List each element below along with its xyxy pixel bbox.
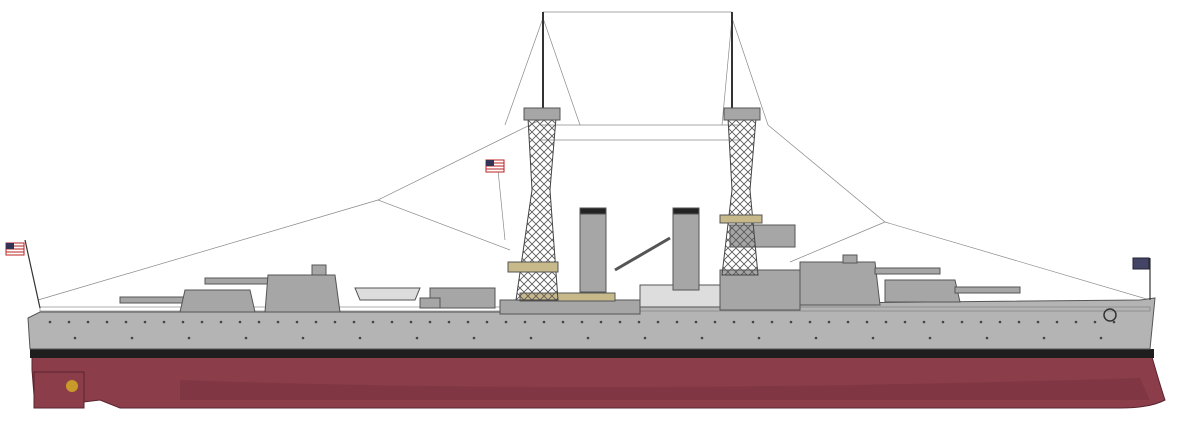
porthole — [713, 320, 717, 324]
porthole — [757, 336, 761, 340]
porthole — [466, 320, 470, 324]
porthole — [808, 320, 812, 324]
porthole — [124, 320, 128, 324]
porthole — [865, 320, 869, 324]
boot-topping — [30, 349, 1154, 358]
superstructure — [499, 224, 801, 315]
porthole — [415, 336, 419, 340]
porthole — [257, 320, 261, 324]
porthole — [814, 336, 818, 340]
mainmast-flag — [485, 159, 505, 173]
porthole — [656, 320, 660, 324]
porthole — [48, 320, 52, 324]
porthole — [700, 336, 704, 340]
porthole — [447, 320, 451, 324]
porthole — [580, 320, 584, 324]
porthole — [941, 320, 945, 324]
porthole — [276, 320, 280, 324]
porthole — [301, 336, 305, 340]
porthole — [428, 320, 432, 324]
stern-flag — [5, 239, 41, 309]
anchor-icon — [1103, 308, 1117, 322]
porthole — [1099, 336, 1103, 340]
porthole — [73, 336, 77, 340]
porthole — [105, 320, 109, 324]
porthole — [561, 320, 565, 324]
porthole — [694, 320, 698, 324]
porthole — [998, 320, 1002, 324]
porthole — [1093, 320, 1097, 324]
porthole — [827, 320, 831, 324]
porthole — [529, 336, 533, 340]
porthole — [371, 320, 375, 324]
porthole — [1112, 320, 1116, 324]
porthole — [618, 320, 622, 324]
porthole — [542, 320, 546, 324]
porthole — [187, 336, 191, 340]
porthole — [751, 320, 755, 324]
funnel-fore — [672, 209, 700, 291]
porthole — [181, 320, 185, 324]
porthole — [523, 320, 527, 324]
porthole — [162, 320, 166, 324]
porthole — [130, 336, 134, 340]
porthole — [485, 320, 489, 324]
porthole — [1036, 320, 1040, 324]
porthole — [333, 320, 337, 324]
porthole — [352, 320, 356, 324]
porthole — [643, 336, 647, 340]
porthole — [143, 320, 147, 324]
porthole — [928, 336, 932, 340]
porthole — [1074, 320, 1078, 324]
rigging — [37, 11, 1151, 301]
porthole — [903, 320, 907, 324]
porthole — [770, 320, 774, 324]
lattice-masts — [507, 12, 763, 301]
porthole — [960, 320, 964, 324]
porthole — [504, 320, 508, 324]
porthole — [871, 336, 875, 340]
forward-turrets — [799, 254, 1021, 306]
porthole — [238, 320, 242, 324]
porthole — [846, 320, 850, 324]
porthole — [219, 320, 223, 324]
porthole — [1042, 336, 1046, 340]
porthole — [67, 320, 71, 324]
porthole — [922, 320, 926, 324]
portholes: /* placeholder, populated below */ — [48, 320, 1116, 340]
porthole — [675, 320, 679, 324]
hull-shade — [180, 378, 1150, 400]
porthole — [390, 320, 394, 324]
porthole — [314, 320, 318, 324]
porthole — [409, 320, 413, 324]
porthole — [1055, 320, 1059, 324]
porthole — [979, 320, 983, 324]
porthole — [244, 336, 248, 340]
boat — [354, 287, 496, 309]
funnel-aft — [579, 209, 607, 293]
propeller-icon — [66, 380, 78, 392]
porthole — [985, 336, 989, 340]
porthole — [200, 320, 204, 324]
bow-jack — [1132, 257, 1151, 300]
porthole — [472, 336, 476, 340]
porthole — [1017, 320, 1021, 324]
porthole — [86, 320, 90, 324]
after-turrets — [119, 264, 341, 313]
porthole — [358, 336, 362, 340]
rudder — [33, 371, 85, 409]
porthole — [637, 320, 641, 324]
porthole — [732, 320, 736, 324]
porthole — [789, 320, 793, 324]
porthole — [295, 320, 299, 324]
porthole — [599, 320, 603, 324]
porthole — [884, 320, 888, 324]
porthole — [586, 336, 590, 340]
funnels — [579, 207, 700, 293]
